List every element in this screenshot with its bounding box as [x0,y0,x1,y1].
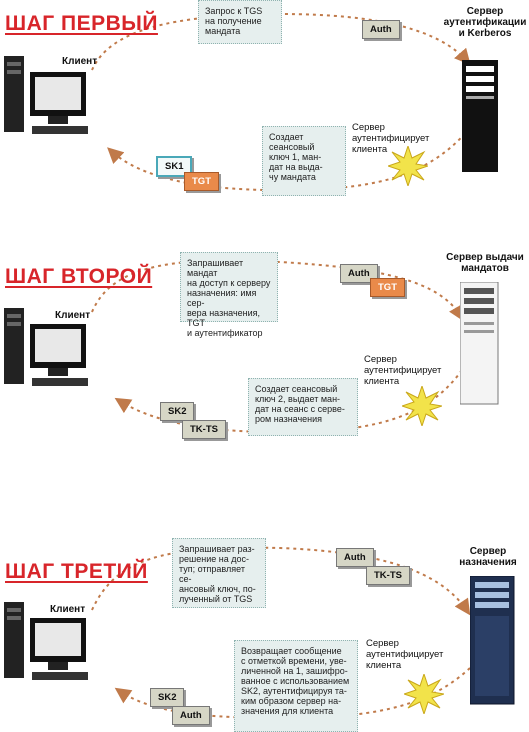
step1-auth-burst-icon [388,146,428,186]
step2-tag-tk-ts: TK-TS [182,420,226,439]
step2-arrow-request [91,259,465,322]
step1-server-tower-icon [462,60,498,172]
step2-server-label: Сервер выдачи мандатов [446,252,524,274]
step2-client-computer-icon [4,308,88,386]
step1-response-box: Создает сеансовый ключ 1, ман- дат на вы… [262,126,346,196]
step1-auth-label: Сервер аутентифицирует клиента [352,122,430,155]
step2-tag-sk2: SK2 [160,402,195,421]
step2-request-box: Запрашивает мандат на доступ к серверу н… [180,252,278,338]
step2-server-tower-icon [460,282,499,405]
step3-title: ШАГ ТРЕТИЙ [5,560,148,583]
step3-auth-label: Сервер аутентифицирует клиента [366,638,444,671]
step2-client-label: Клиент [55,310,91,321]
step2-auth-label: Сервер аутентифицирует клиента [364,354,442,387]
step3-server-label: Сервер назначения [459,546,517,568]
step2-tag-tgt: TGT [370,278,405,297]
step3-response-box: Возвращает сообщение с отметкой времени,… [234,640,358,732]
step3-arrow-request [91,546,471,616]
step1-tag-tgt: TGT [184,172,219,191]
step1-request-box: Запрос к TGS на получение мандата [198,0,282,44]
step2-title: ШАГ ВТОРОЙ [5,265,153,288]
step1-tag-auth: Auth [362,20,400,39]
step1-client-label: Клиент [62,56,98,67]
step1-tag-sk1: SK1 [156,156,193,177]
step2-response-box: Создает сеансовый ключ 2, выдает ман- да… [248,378,358,436]
step3-server-tower-icon [470,576,515,705]
step1-client-computer-icon [4,56,88,134]
step2-tag-auth: Auth [340,264,378,283]
step1-title: ШАГ ПЕРВЫЙ [5,12,158,35]
step3-tag-sk2: SK2 [150,688,185,707]
step3-tag-auth-back: Auth [172,706,210,725]
step2-auth-burst-icon [402,386,442,426]
step3-tag-auth: Auth [336,548,374,567]
step1-arrow-return [107,127,471,192]
step3-tag-tk-ts: TK-TS [366,566,410,585]
step3-client-computer-icon [4,602,88,680]
step3-client-label: Клиент [50,604,86,615]
step3-auth-burst-icon [404,674,444,714]
step1-server-label: Сервер аутентификации и Kerberos [443,6,527,39]
step3-request-box: Запрашивает раз- решение на дос- туп; от… [172,538,266,608]
